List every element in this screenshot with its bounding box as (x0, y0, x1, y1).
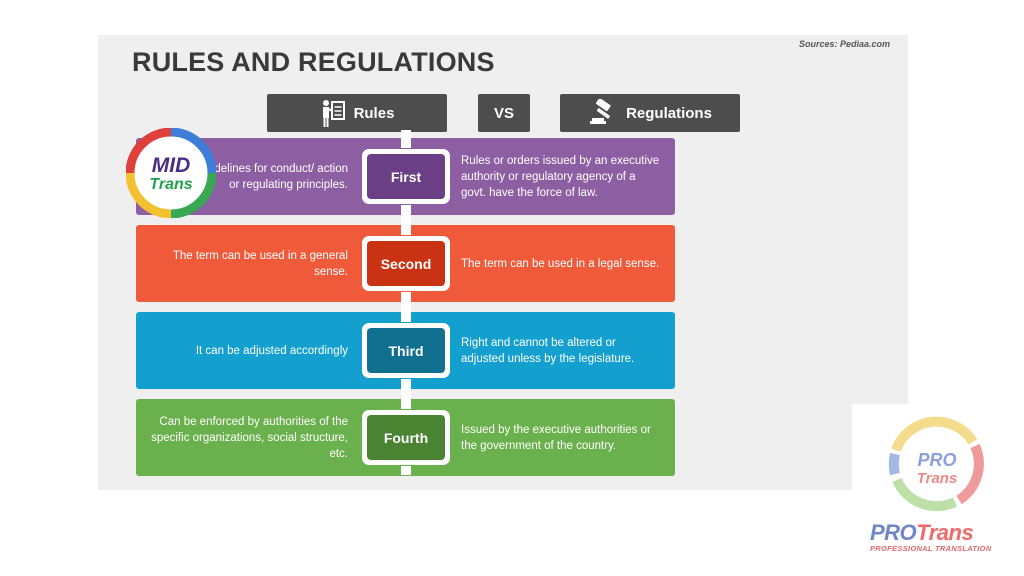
row-badge-label: Second (367, 241, 445, 286)
pro-text: PRO (917, 450, 956, 470)
rules-text: Can be enforced by authorities of the sp… (151, 415, 348, 460)
vs-header: VS (478, 94, 530, 132)
brand-pro: PRO (870, 520, 917, 545)
regulations-text: Right and cannot be altered or adjusted … (461, 336, 635, 365)
row-badge: Fourth (362, 410, 450, 465)
comparison-row: Prescribed guidelines for conduct/ actio… (136, 138, 675, 215)
brand-trans: Trans (916, 520, 974, 545)
rules-text: The term can be used in a general sense. (172, 249, 348, 278)
brand-name: PROTrans (870, 520, 992, 546)
page-title: RULES AND REGULATIONS (132, 47, 495, 77)
comparison-row: It can be adjusted accordingly Third Rig… (136, 312, 675, 389)
connector (401, 466, 411, 475)
brand-tagline: PROFESSIONAL TRANSLATION (870, 544, 992, 553)
connector (401, 379, 411, 409)
row-badge-label: Fourth (367, 415, 445, 460)
clipboard-person-icon (322, 100, 345, 127)
vs-label: VS (493, 104, 514, 122)
connector (401, 292, 411, 322)
rules-header-label: Rules (353, 104, 395, 122)
gavel-icon (590, 99, 611, 124)
mid-text: MID (152, 154, 191, 177)
row-badge-label: First (367, 154, 445, 199)
connector (401, 130, 411, 148)
regulations-text: Rules or orders issued by an executive a… (461, 154, 660, 199)
trans-text: Trans (149, 176, 192, 193)
comparison-row: The term can be used in a general sense.… (136, 225, 675, 302)
regulations-header-label: Regulations (626, 104, 712, 122)
rules-text: It can be adjusted accordingly (195, 344, 348, 357)
regulations-header: Regulations (560, 94, 740, 132)
protrans-logo: PRO Trans (852, 404, 1002, 516)
regulations-text: Issued by the executive authorities or t… (461, 423, 651, 452)
protrans-brand: PROTrans PROFESSIONAL TRANSLATION (870, 520, 992, 553)
midtrans-logo: MID Trans (126, 128, 216, 218)
row-badge: Second (362, 236, 450, 291)
row-badge-label: Third (367, 328, 445, 373)
comparison-row: Can be enforced by authorities of the sp… (136, 399, 675, 476)
row-badge: First (362, 149, 450, 204)
regulations-text: The term can be used in a legal sense. (461, 257, 660, 270)
row-badge: Third (362, 323, 450, 378)
source-note: Sources: Pediaa.com (798, 39, 890, 49)
rules-header: Rules (267, 94, 447, 132)
connector (401, 205, 411, 235)
pro-trans-text: Trans (917, 470, 958, 487)
